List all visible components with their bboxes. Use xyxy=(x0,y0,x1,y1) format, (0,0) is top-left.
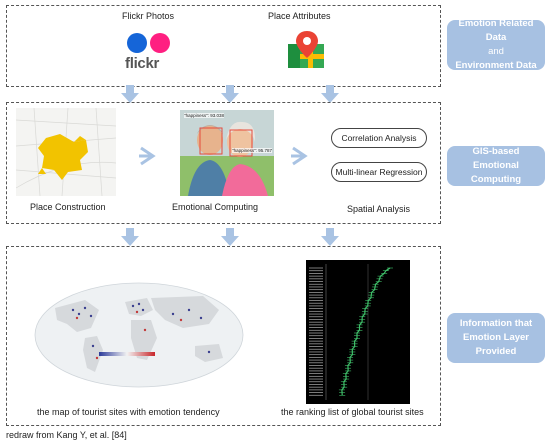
ranking-label-mark xyxy=(309,329,323,331)
multi-linear-regression-pill: Multi-linear Regression xyxy=(331,162,427,182)
ranking-label-mark xyxy=(309,384,323,385)
ranking-label-mark xyxy=(309,273,323,274)
ranking-label-mark xyxy=(309,308,323,310)
emotional-computing-caption: Emotional Computing xyxy=(172,202,259,212)
place-construction-map xyxy=(16,108,116,196)
place-construction-caption: Place Construction xyxy=(30,202,106,212)
ranking-label-mark xyxy=(309,378,323,380)
emotional-computing-photo: "happiness": 93.038 "happiness": 95.787 xyxy=(180,110,274,196)
ranking-label-mark xyxy=(309,335,323,337)
ranking-label-mark xyxy=(309,343,323,345)
ranking-label-mark xyxy=(309,359,323,361)
right-arrow-icon xyxy=(291,146,313,166)
down-arrow-icon xyxy=(321,228,339,246)
ranking-label-mark xyxy=(309,281,323,282)
ranking-label-mark xyxy=(309,338,323,339)
ranking-label-mark xyxy=(309,389,323,391)
footer-attribution: redraw from Kang Y, et al. [84] xyxy=(6,430,127,440)
stage-2-box xyxy=(6,102,441,224)
correlation-analysis-pill: Correlation Analysis xyxy=(331,128,427,148)
ranking-label-mark xyxy=(309,394,323,396)
ranking-label-mark xyxy=(309,332,323,334)
ranking-label-mark xyxy=(309,348,323,350)
ranking-label-mark xyxy=(309,321,323,323)
ranking-caption: the ranking list of global tourist sites xyxy=(281,407,424,417)
ranking-label-mark xyxy=(309,354,323,356)
face-score-label: "happiness": 93.038 xyxy=(184,113,224,118)
ranking-label-mark xyxy=(309,286,323,288)
place-attributes-label: Place Attributes xyxy=(268,11,331,21)
side-label-information: Information that Emotion Layer Provided xyxy=(447,313,545,363)
down-arrow-icon xyxy=(121,228,139,246)
ranking-label-mark xyxy=(309,340,323,342)
ranking-label-mark xyxy=(309,275,323,277)
map-caption: the map of tourist sites with emotion te… xyxy=(37,407,220,417)
ranking-label-mark xyxy=(309,356,323,358)
ranking-label-mark xyxy=(309,327,323,328)
face-score-label: "happiness": 95.787 xyxy=(232,148,272,153)
ranking-label-mark xyxy=(309,365,323,366)
down-arrow-icon xyxy=(321,85,339,103)
ranking-label-mark xyxy=(309,319,323,320)
ranking-label-mark xyxy=(309,289,323,291)
down-arrow-icon xyxy=(221,85,239,103)
ranking-label-mark xyxy=(309,291,323,293)
stage-1-box xyxy=(6,5,441,87)
ranking-label-mark xyxy=(309,367,323,369)
spatial-analysis-caption: Spatial Analysis xyxy=(347,204,411,214)
ranking-label-mark xyxy=(309,346,323,347)
ranking-label-mark xyxy=(309,302,323,304)
ranking-label-mark xyxy=(309,392,323,393)
stage-3-box xyxy=(6,246,441,426)
right-arrow-icon xyxy=(139,146,161,166)
side-label-computing: GIS-based Emotional Computing xyxy=(447,146,545,186)
flickr-photos-label: Flickr Photos xyxy=(122,11,175,21)
ranking-label-mark xyxy=(309,386,323,388)
ranking-label-mark xyxy=(309,373,323,375)
ranking-label-mark xyxy=(309,305,323,307)
map-pin-icon xyxy=(286,30,328,70)
side-label-data: Emotion Related Data and Environment Dat… xyxy=(447,18,545,71)
ranking-label-mark xyxy=(309,370,323,372)
down-arrow-icon xyxy=(121,85,139,103)
ranking-label-mark xyxy=(309,351,323,353)
ranking-label-mark xyxy=(309,375,323,377)
tourist-sites-ranking-chart xyxy=(306,260,410,404)
flickr-logo-icon xyxy=(126,32,172,54)
ranking-label-mark xyxy=(309,362,323,364)
tourist-sites-world-map xyxy=(33,280,245,390)
ranking-label-mark xyxy=(309,324,323,326)
ranking-label-mark xyxy=(309,294,323,296)
ranking-label-mark xyxy=(309,297,323,299)
ranking-label-mark xyxy=(309,381,323,383)
ranking-label-mark xyxy=(309,316,323,318)
ranking-curve xyxy=(341,267,391,396)
ranking-label-mark xyxy=(309,267,323,269)
flickr-wordmark: flickr xyxy=(125,55,160,72)
ranking-label-mark xyxy=(309,310,323,312)
ranking-label-mark xyxy=(309,270,323,272)
ranking-label-mark xyxy=(309,278,323,280)
ranking-label-mark xyxy=(309,283,323,285)
down-arrow-icon xyxy=(221,228,239,246)
ranking-label-mark xyxy=(309,300,323,301)
ranking-label-mark xyxy=(309,313,323,315)
